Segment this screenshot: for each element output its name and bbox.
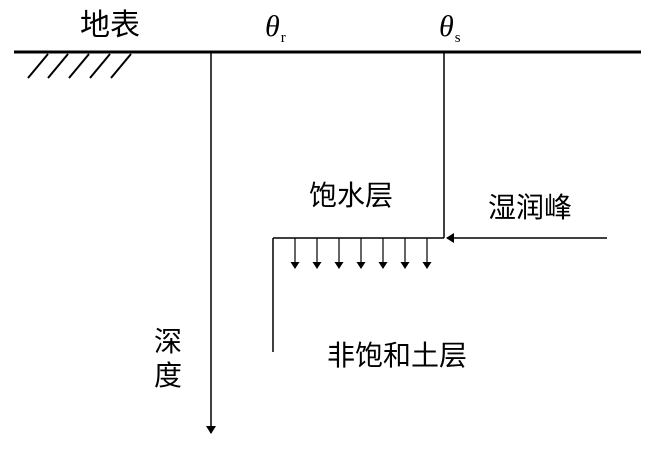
unsaturated-layer-label: 非饱和土层 bbox=[327, 339, 468, 372]
depth-label: 深度 bbox=[153, 325, 182, 392]
theta-r-label: θr bbox=[265, 10, 286, 46]
theta-r-symbol: θ bbox=[265, 10, 280, 43]
theta-s-symbol: θ bbox=[439, 10, 454, 43]
surface-label: 地表 bbox=[80, 8, 140, 43]
wetting-front-label: 湿润峰 bbox=[488, 191, 573, 224]
theta-s-subscript: s bbox=[454, 30, 461, 46]
ground-hatching bbox=[27, 53, 132, 79]
theta-s-label: θs bbox=[439, 10, 461, 46]
theta-r-subscript: r bbox=[280, 30, 286, 46]
saturated-layer-label: 饱水层 bbox=[309, 179, 394, 212]
infiltration-arrows bbox=[290, 238, 432, 269]
